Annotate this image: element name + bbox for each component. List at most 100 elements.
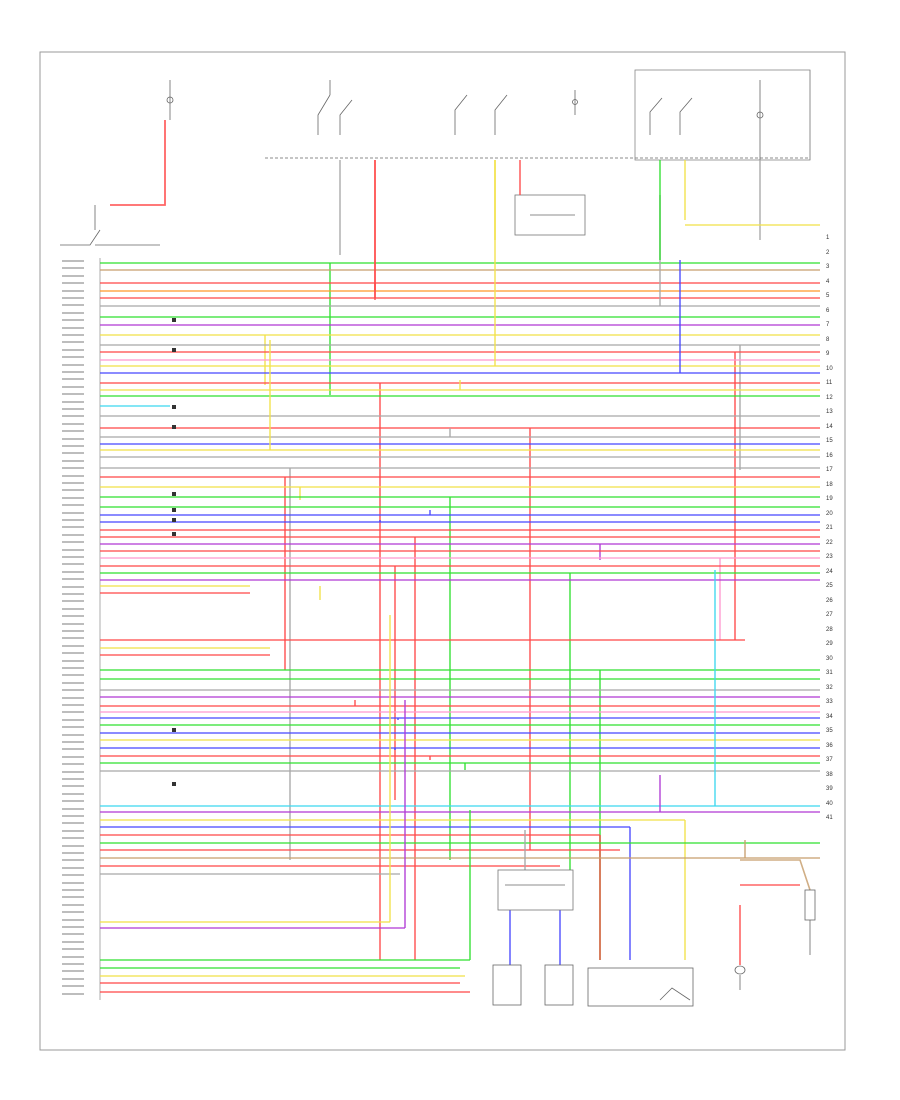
pin-label-mark bbox=[62, 778, 84, 780]
pin-label-mark bbox=[62, 378, 84, 381]
right-ref-number: 39 bbox=[826, 786, 833, 792]
pin-label-mark bbox=[62, 430, 84, 433]
pin-label-mark bbox=[62, 311, 84, 314]
splice-markers bbox=[172, 318, 176, 786]
fuse-box-top bbox=[60, 69, 811, 246]
bottom-components bbox=[492, 869, 816, 1007]
right-ref-number: 35 bbox=[826, 728, 833, 734]
pin-label-mark bbox=[62, 992, 84, 995]
pin-label-mark bbox=[62, 822, 84, 825]
right-ref-number: 28 bbox=[826, 626, 833, 633]
pin-label-mark bbox=[62, 637, 84, 640]
pin-label-mark bbox=[62, 889, 84, 891]
pin-label-mark bbox=[62, 541, 84, 544]
right-ref-number: 30 bbox=[826, 655, 833, 662]
right-ref-number: 12 bbox=[826, 394, 833, 401]
right-ref-number: 13 bbox=[826, 409, 833, 415]
pin-label-mark bbox=[62, 852, 84, 854]
pin-label-mark bbox=[62, 696, 84, 699]
pin-label-mark bbox=[62, 733, 84, 736]
pin-label-mark bbox=[62, 948, 84, 951]
pin-label-mark bbox=[62, 459, 84, 462]
pin-label-mark bbox=[62, 274, 84, 277]
right-ref-number: 32 bbox=[826, 684, 833, 691]
right-ref-number: 17 bbox=[826, 467, 833, 473]
right-ref-number: 29 bbox=[826, 641, 833, 647]
pin-label-mark bbox=[62, 970, 84, 973]
pin-label-mark bbox=[62, 926, 84, 928]
pin-label-mark bbox=[62, 563, 84, 566]
wire-trace bbox=[110, 120, 166, 206]
pin-label-mark bbox=[62, 304, 84, 307]
right-ref-number: 40 bbox=[826, 800, 833, 807]
pin-label-mark bbox=[62, 385, 84, 388]
right-ref-number: 24 bbox=[826, 568, 833, 575]
pin-label-mark bbox=[62, 859, 84, 862]
pin-label-mark bbox=[62, 815, 84, 817]
pin-label-mark bbox=[62, 866, 84, 869]
pin-label-mark bbox=[62, 741, 84, 743]
pin-label-mark bbox=[62, 548, 84, 551]
pin-label-mark bbox=[62, 792, 84, 795]
right-ref-number: 36 bbox=[826, 742, 833, 749]
pin-label-mark bbox=[62, 578, 84, 581]
pin-label-mark bbox=[62, 570, 84, 573]
pin-label-mark bbox=[62, 363, 84, 366]
pin-label-mark bbox=[62, 415, 84, 418]
pin-label-mark bbox=[62, 437, 84, 440]
pin-label-mark bbox=[62, 881, 84, 884]
pin-label-mark bbox=[62, 585, 84, 588]
pin-label-mark bbox=[62, 807, 84, 810]
pin-label-mark bbox=[62, 393, 84, 396]
right-ref-number: 7 bbox=[826, 322, 830, 328]
right-ref-number: 27 bbox=[826, 612, 833, 618]
pin-label-mark bbox=[62, 674, 84, 677]
right-ref-number: 25 bbox=[826, 583, 833, 589]
pin-label-mark bbox=[62, 607, 84, 610]
pin-label-mark bbox=[62, 800, 84, 803]
right-ref-number: 18 bbox=[826, 481, 833, 488]
pin-label-mark bbox=[62, 896, 84, 899]
pin-label-mark bbox=[62, 511, 84, 514]
right-ref-number: 2 bbox=[826, 249, 830, 256]
pin-label-mark bbox=[62, 348, 84, 351]
pin-label-mark bbox=[62, 918, 84, 921]
pin-label-mark bbox=[62, 785, 84, 788]
pin-label-mark bbox=[62, 844, 84, 847]
pin-label-mark bbox=[62, 748, 84, 751]
pin-label-mark bbox=[62, 496, 84, 499]
pin-label-mark bbox=[62, 615, 84, 618]
right-ref-number: 3 bbox=[826, 264, 830, 270]
pin-label-mark bbox=[62, 644, 84, 647]
right-ref-number: 21 bbox=[826, 525, 833, 531]
wire-trace bbox=[740, 859, 811, 891]
pin-label-mark bbox=[62, 726, 84, 729]
pin-label-mark bbox=[62, 282, 84, 285]
pin-label-mark bbox=[62, 400, 84, 403]
right-ref-number: 26 bbox=[826, 597, 833, 604]
pin-label-mark bbox=[62, 622, 84, 625]
pin-label-mark bbox=[62, 874, 84, 877]
right-ref-number: 22 bbox=[826, 539, 833, 546]
pin-label-mark bbox=[62, 422, 84, 425]
pin-label-mark bbox=[62, 933, 84, 936]
right-ref-number: 8 bbox=[826, 336, 830, 343]
pin-label-mark bbox=[62, 837, 84, 840]
pin-label-mark bbox=[62, 319, 84, 322]
right-ref-number: 4 bbox=[826, 278, 830, 285]
pin-label-mark bbox=[62, 504, 84, 507]
pin-label-mark bbox=[62, 267, 84, 270]
pin-label-mark bbox=[62, 681, 84, 684]
right-ref-number: 10 bbox=[826, 365, 833, 372]
right-ref-number: 15 bbox=[826, 438, 833, 444]
pin-label-mark bbox=[62, 755, 84, 758]
pin-label-mark bbox=[62, 593, 84, 595]
diagram-border bbox=[39, 51, 846, 1051]
pin-label-mark bbox=[62, 260, 84, 262]
pin-label-mark bbox=[62, 903, 84, 906]
pin-label-mark bbox=[62, 763, 84, 766]
pin-label-mark bbox=[62, 667, 84, 669]
wire-group bbox=[100, 120, 820, 993]
right-ref-number: 11 bbox=[826, 380, 833, 386]
pin-label-mark bbox=[62, 489, 84, 492]
